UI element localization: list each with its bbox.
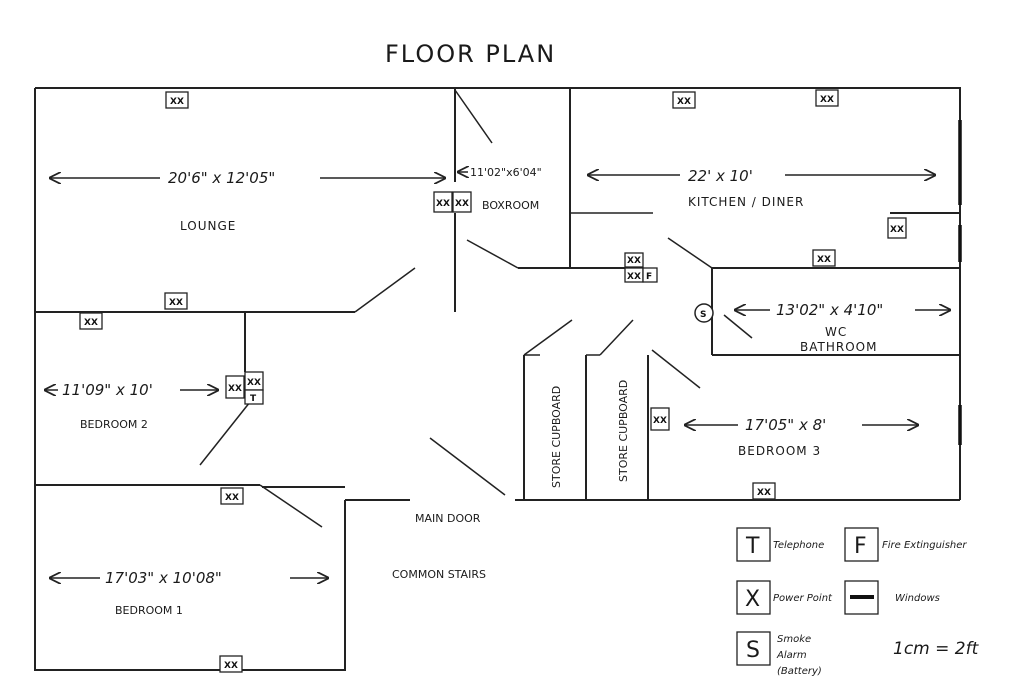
- legend-smoke-alarm-label-2: Alarm: [776, 650, 807, 661]
- power-point-icon: XX: [219, 655, 243, 673]
- power-point-icon: XX: [433, 191, 453, 213]
- power-point-icon: XX: [452, 191, 472, 213]
- legend-smoke-alarm-label-3: (Battery): [777, 666, 822, 677]
- bedroom1-dimensions: 17'03" x 10'08": [105, 569, 222, 587]
- svg-text:XX: XX: [757, 488, 771, 498]
- main-door-label: MAIN DOOR: [415, 512, 481, 525]
- legend: T Telephone F Fire Extinguisher X Power …: [736, 527, 967, 677]
- bathroom-label: BATHROOM: [800, 340, 877, 354]
- power-point-icon: XX: [164, 292, 188, 310]
- scale-note: 1cm = 2ft: [893, 639, 980, 659]
- power-point-icon: XX: [887, 217, 907, 239]
- power-point-icon: XX: [815, 89, 839, 107]
- bedroom1-label: BEDROOM 1: [115, 604, 183, 617]
- svg-text:XX: XX: [820, 95, 834, 105]
- power-point-icon: XX: [225, 375, 245, 399]
- legend-telephone-icon: T: [745, 534, 760, 559]
- boxroom-label: BOXROOM: [482, 199, 539, 212]
- kitchen-label: KITCHEN / DINER: [688, 195, 804, 209]
- dimension-arrows: [45, 172, 950, 578]
- svg-text:XX: XX: [627, 272, 641, 282]
- bedroom3-label: BEDROOM 3: [738, 444, 821, 458]
- svg-text:XX: XX: [170, 97, 184, 107]
- store-cupboard-1-label: STORE CUPBOARD: [550, 386, 563, 488]
- legend-window-label: Windows: [895, 593, 940, 604]
- svg-text:XX: XX: [455, 199, 469, 209]
- svg-text:XX: XX: [247, 378, 261, 388]
- power-points: XX XX XX XX XX XX XX XX XX XX XX XX XX X…: [79, 89, 907, 673]
- power-point-icon: XX: [650, 407, 670, 431]
- wc-dimensions: 13'02" x 4'10": [776, 301, 883, 319]
- power-point-icon: XX: [220, 487, 244, 505]
- power-point-icon: XX: [244, 371, 264, 391]
- power-point-icon: XX: [165, 91, 189, 109]
- legend-fire-extinguisher-label: Fire Extinguisher: [882, 540, 967, 551]
- svg-text:XX: XX: [225, 493, 239, 503]
- svg-text:XX: XX: [890, 225, 904, 235]
- svg-text:T: T: [250, 394, 257, 404]
- bedroom2-dimensions: 11'09" x 10': [62, 381, 153, 399]
- bedroom2-label: BEDROOM 2: [80, 418, 148, 431]
- legend-fire-extinguisher-icon: F: [854, 534, 867, 559]
- legend-telephone-label: Telephone: [773, 540, 824, 551]
- svg-text:XX: XX: [653, 416, 667, 426]
- lounge-dimensions: 20'6" x 12'05": [168, 169, 275, 187]
- smoke-alarm-icon: S: [694, 303, 714, 323]
- svg-text:XX: XX: [817, 255, 831, 265]
- svg-text:XX: XX: [224, 661, 238, 671]
- power-point-icon: XX: [672, 91, 696, 109]
- power-point-icon: XX: [752, 482, 776, 500]
- boxroom-dimensions: 11'02"x6'04": [470, 166, 542, 179]
- svg-text:XX: XX: [677, 97, 691, 107]
- store-cupboard-2-label: STORE CUPBOARD: [617, 380, 630, 482]
- power-point-icon: XX: [624, 267, 644, 283]
- svg-text:XX: XX: [627, 256, 641, 266]
- legend-smoke-alarm-icon: S: [746, 638, 760, 663]
- legend-power-point-label: Power Point: [773, 593, 833, 604]
- svg-text:XX: XX: [169, 298, 183, 308]
- wc-label: WC: [825, 325, 847, 339]
- telephone-icon: T: [244, 389, 264, 405]
- plan-title: FLOOR PLAN: [385, 40, 556, 68]
- svg-text:XX: XX: [228, 384, 242, 394]
- legend-power-point-icon: X: [745, 587, 760, 612]
- svg-text:XX: XX: [84, 318, 98, 328]
- power-point-icon: XX: [79, 312, 103, 330]
- svg-text:S: S: [700, 310, 706, 320]
- power-point-icon: XX: [624, 252, 644, 268]
- outer-walls: [34, 87, 961, 671]
- power-point-icon: XX: [812, 249, 836, 267]
- kitchen-dimensions: 22' x 10': [688, 167, 753, 185]
- common-stairs-label: COMMON STAIRS: [392, 568, 486, 581]
- svg-text:XX: XX: [436, 199, 450, 209]
- legend-smoke-alarm-label: Smoke: [777, 634, 811, 645]
- lounge-label: LOUNGE: [180, 219, 236, 233]
- fire-extinguisher-icon: F: [642, 267, 658, 283]
- svg-text:F: F: [646, 272, 652, 282]
- bedroom3-dimensions: 17'05" x 8': [745, 416, 826, 434]
